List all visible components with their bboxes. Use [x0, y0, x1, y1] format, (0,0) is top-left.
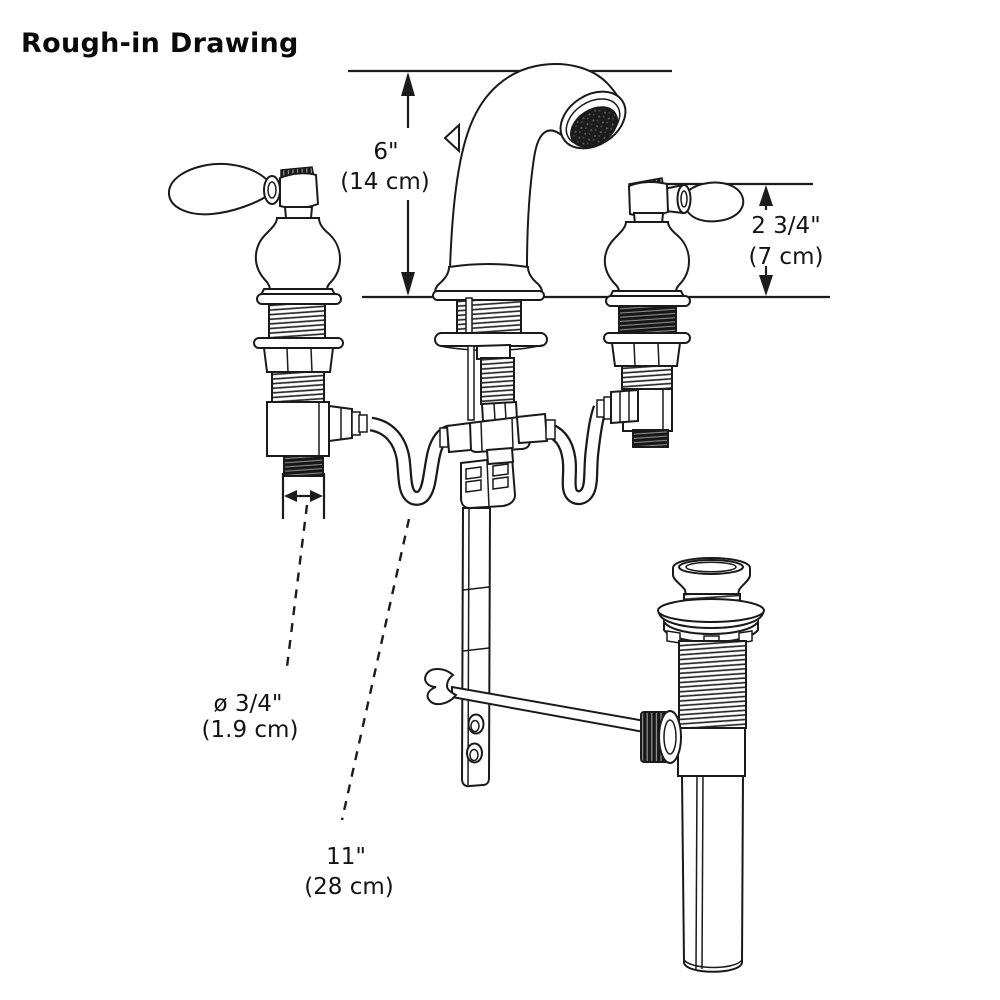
left-lever-handle [167, 162, 271, 216]
hose-length-metric: (28 cm) [304, 874, 394, 900]
dimension-hose-length [340, 518, 411, 821]
dimension-shank-diameter [281, 473, 326, 668]
arrow-up-icon [401, 72, 415, 96]
drain-tailpiece [680, 775, 745, 973]
left-shank-threads [268, 303, 326, 339]
lift-rod [467, 345, 475, 421]
right-handle-assembly [596, 177, 745, 448]
dimension-labels: 6" (14 cm) 2 3/4" (7 cm) ø 3/4" (1.9 cm)… [202, 139, 824, 900]
hose-length-value: 11" [326, 844, 366, 870]
right-inlet-threads [632, 429, 669, 448]
arrow-left-icon [284, 490, 297, 502]
right-lever-handle [683, 181, 745, 223]
left-mounting-nut [262, 347, 335, 373]
right-handle-hub [627, 180, 670, 218]
shank-diameter-value: ø 3/4" [214, 691, 283, 717]
spout-assembly [432, 63, 627, 466]
spout-washer-plate [434, 332, 548, 347]
tee-right-nut [515, 412, 549, 445]
handle-height-value: 2 3/4" [751, 213, 821, 239]
leader-dashed-line [285, 504, 309, 668]
spout-trumpet-base [433, 263, 544, 293]
arrow-down-icon [401, 272, 415, 296]
right-compression-nut [610, 388, 639, 425]
left-handle-hub [279, 172, 320, 210]
faucet-drawing [167, 63, 765, 973]
arrow-down-icon [759, 275, 773, 296]
left-handle-assembly [167, 162, 368, 477]
arrow-up-icon [759, 185, 773, 206]
right-bonnet [603, 221, 691, 293]
spout-height-value: 6" [373, 139, 398, 165]
drain-body-smooth [677, 727, 746, 777]
strap-hole [467, 713, 485, 735]
left-bonnet [254, 217, 342, 291]
right-shank-threads [618, 305, 677, 334]
pivot-rod [424, 668, 647, 734]
right-base-flange [605, 295, 691, 307]
lift-rod-strap [460, 455, 517, 788]
left-inlet-threads [283, 455, 324, 477]
right-mounting-nut [610, 342, 682, 367]
spout-lower-threads [480, 357, 515, 405]
lift-rod-knob-tab [443, 122, 460, 154]
tee-left-nut [445, 421, 473, 454]
handle-height-metric: (7 cm) [749, 244, 824, 270]
drain-thumb-screw [640, 710, 682, 764]
leader-dashed-line [340, 518, 411, 821]
left-base-flange [256, 293, 342, 305]
drain-body-threads [678, 640, 747, 729]
aerator [570, 106, 618, 148]
spring-clip [424, 668, 458, 706]
strap-hole [466, 742, 483, 764]
supply-hoses [369, 405, 608, 506]
drain-assembly [657, 556, 765, 973]
arrow-right-icon [310, 490, 323, 502]
drain-flange-cup [672, 556, 751, 596]
drain-mounting-flange [657, 598, 765, 623]
page-title: Rough-in Drawing [21, 28, 299, 60]
spout-height-metric: (14 cm) [340, 169, 430, 195]
lift-rod [465, 297, 473, 336]
shank-diameter-metric: (1.9 cm) [202, 717, 299, 743]
